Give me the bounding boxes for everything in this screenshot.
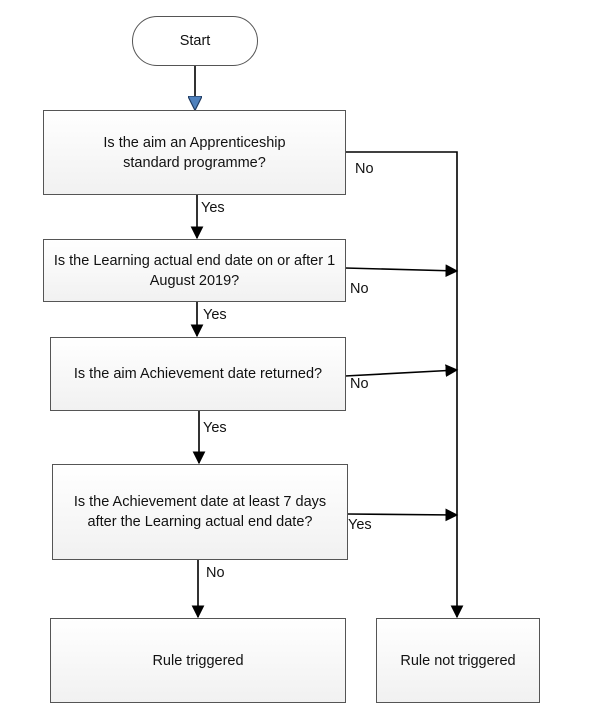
question-achievement-7-days-after: Is the Achievement date at least 7 days … [52, 464, 348, 560]
connector-q4-yes [346, 508, 459, 522]
question-achievement-date-returned: Is the aim Achievement date returned? [50, 337, 346, 411]
question-end-date-after-aug-2019: Is the Learning actual end date on or af… [43, 239, 346, 302]
q3-yes-label: Yes [203, 420, 227, 436]
outcome-rule-not-triggered: Rule not triggered [376, 618, 540, 703]
connector-q2-no [344, 264, 459, 278]
connector-q3-no [344, 364, 459, 378]
start-node: Start [132, 16, 258, 66]
q4-yes-label: Yes [348, 517, 372, 533]
question-apprenticeship-standard: Is the aim an Apprenticeship standard pr… [43, 110, 346, 195]
q1-no-label: No [355, 161, 374, 177]
q2-no-label: No [350, 281, 369, 297]
q3-no-label: No [350, 376, 369, 392]
q1-yes-label: Yes [201, 200, 225, 216]
connector-q1-to-rule-not-triggered [345, 151, 464, 619]
q2-yes-label: Yes [203, 307, 227, 323]
q4-no-label: No [206, 565, 225, 581]
outcome-rule-triggered: Rule triggered [50, 618, 346, 703]
